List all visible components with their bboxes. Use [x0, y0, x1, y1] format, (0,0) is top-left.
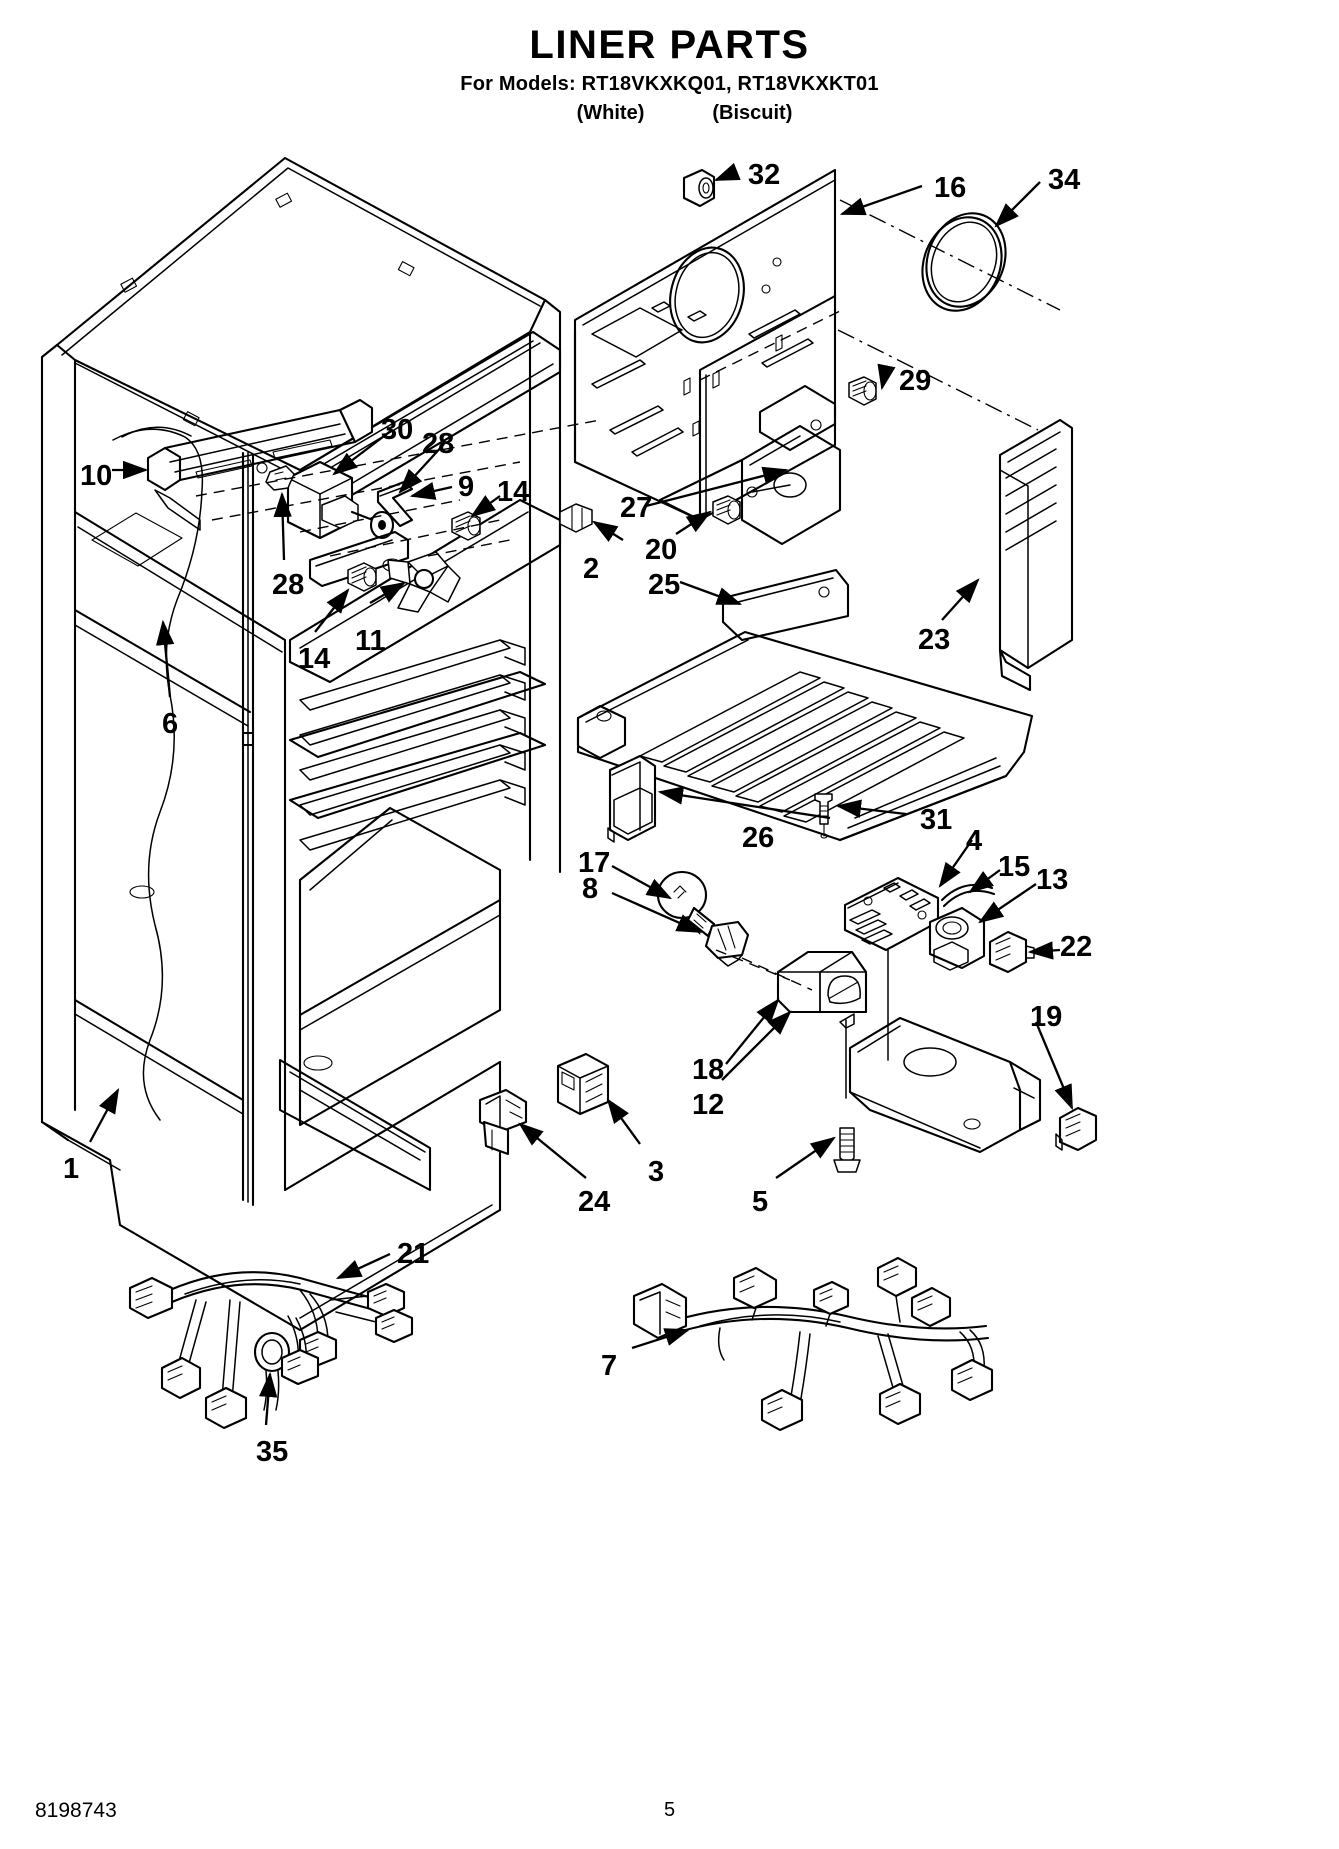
- callout-31: 31: [920, 804, 953, 836]
- callout-29: 29: [899, 365, 932, 397]
- screw-art-29: [848, 376, 877, 406]
- callout-30: 30: [381, 414, 414, 446]
- wire-connector-art: [478, 1088, 528, 1156]
- callout-24: 24: [578, 1186, 611, 1218]
- footer-page-number: 5: [663, 1799, 676, 1821]
- callout-11: 11: [355, 625, 386, 657]
- callout-7: 7: [601, 1350, 618, 1382]
- light-socket-art: [704, 920, 750, 967]
- callout-22: 22: [1060, 931, 1093, 963]
- light-housing-art: [776, 950, 868, 1014]
- callout-28-upper: 28: [422, 428, 455, 460]
- callout-27: 27: [620, 492, 653, 524]
- model-subtitle: For Models: RT18VKXKQ01, RT18VKXKT01: [460, 73, 879, 95]
- page-title: LINER PARTS: [529, 23, 810, 67]
- connector-block-art: [988, 930, 1035, 974]
- screw-art-20: [712, 495, 741, 525]
- page-footer: 8198743 5: [0, 1799, 1339, 1827]
- callout-18: 18: [692, 1054, 725, 1086]
- callout-20: 20: [645, 534, 678, 566]
- callout-32: 32: [748, 159, 781, 191]
- light-switch-art: [607, 754, 657, 843]
- callout-9: 9: [458, 471, 475, 503]
- thermostat-art: [928, 906, 986, 971]
- screw-art-14-lower: [347, 562, 377, 592]
- screw-art-14-upper: [451, 511, 481, 541]
- callout-3: 3: [648, 1156, 665, 1188]
- grommet-art-2: [559, 503, 593, 533]
- title-block: LINER PARTS For Models: RT18VKXKQ01, RT1…: [0, 24, 1339, 125]
- callout-26: 26: [742, 822, 775, 854]
- spring-clip-art: [940, 883, 996, 908]
- callout-35: 35: [256, 1436, 289, 1468]
- bushing-art: [682, 168, 716, 208]
- connector-lower-art: [1055, 1106, 1098, 1152]
- callout-19: 19: [1030, 1001, 1063, 1033]
- drain-pan-art: [839, 1013, 1042, 1154]
- rear-panel-art: [559, 168, 1007, 546]
- control-board-art: [843, 876, 940, 1061]
- callout-23: 23: [918, 624, 951, 656]
- callout-25: 25: [648, 569, 681, 601]
- wire-harness-left-art: [128, 1271, 414, 1430]
- callout-10: 10: [80, 460, 113, 492]
- finish-row: (White) (Biscuit): [0, 102, 1339, 125]
- callout-34: 34: [1048, 164, 1081, 196]
- callout-13: 13: [1036, 864, 1069, 896]
- finish-white: (White): [576, 102, 645, 124]
- callout-28-lower: 28: [272, 569, 305, 601]
- finish-biscuit: (Biscuit): [712, 102, 793, 124]
- footer-part-number: 8198743: [35, 1799, 117, 1822]
- callout-2: 2: [583, 553, 600, 585]
- callout-17: 17: [578, 847, 611, 879]
- callout-14: 14: [497, 476, 530, 508]
- callout-1: 1: [63, 1153, 80, 1185]
- callout-5: 5: [752, 1186, 769, 1218]
- callout-4: 4: [966, 825, 983, 857]
- fan-motor-assembly-art: [146, 398, 481, 613]
- air-duct-cover-art: [998, 418, 1074, 692]
- callout-12: 12: [692, 1089, 725, 1121]
- callout-6: 6: [162, 708, 179, 740]
- wire-harness-right-art: [632, 1256, 994, 1432]
- shelf-grille-art: [576, 568, 1034, 842]
- callout-14-lower: 14: [298, 643, 331, 675]
- callout-15: 15: [998, 851, 1031, 883]
- callout-21: 21: [397, 1238, 430, 1270]
- screw-art-5: [833, 1127, 861, 1173]
- callout-8: 8: [582, 873, 599, 905]
- callout-16: 16: [934, 172, 967, 204]
- fan-blade-art: [387, 551, 461, 613]
- terminal-block-art: [556, 1052, 610, 1116]
- leader-lines: [88, 162, 1074, 1426]
